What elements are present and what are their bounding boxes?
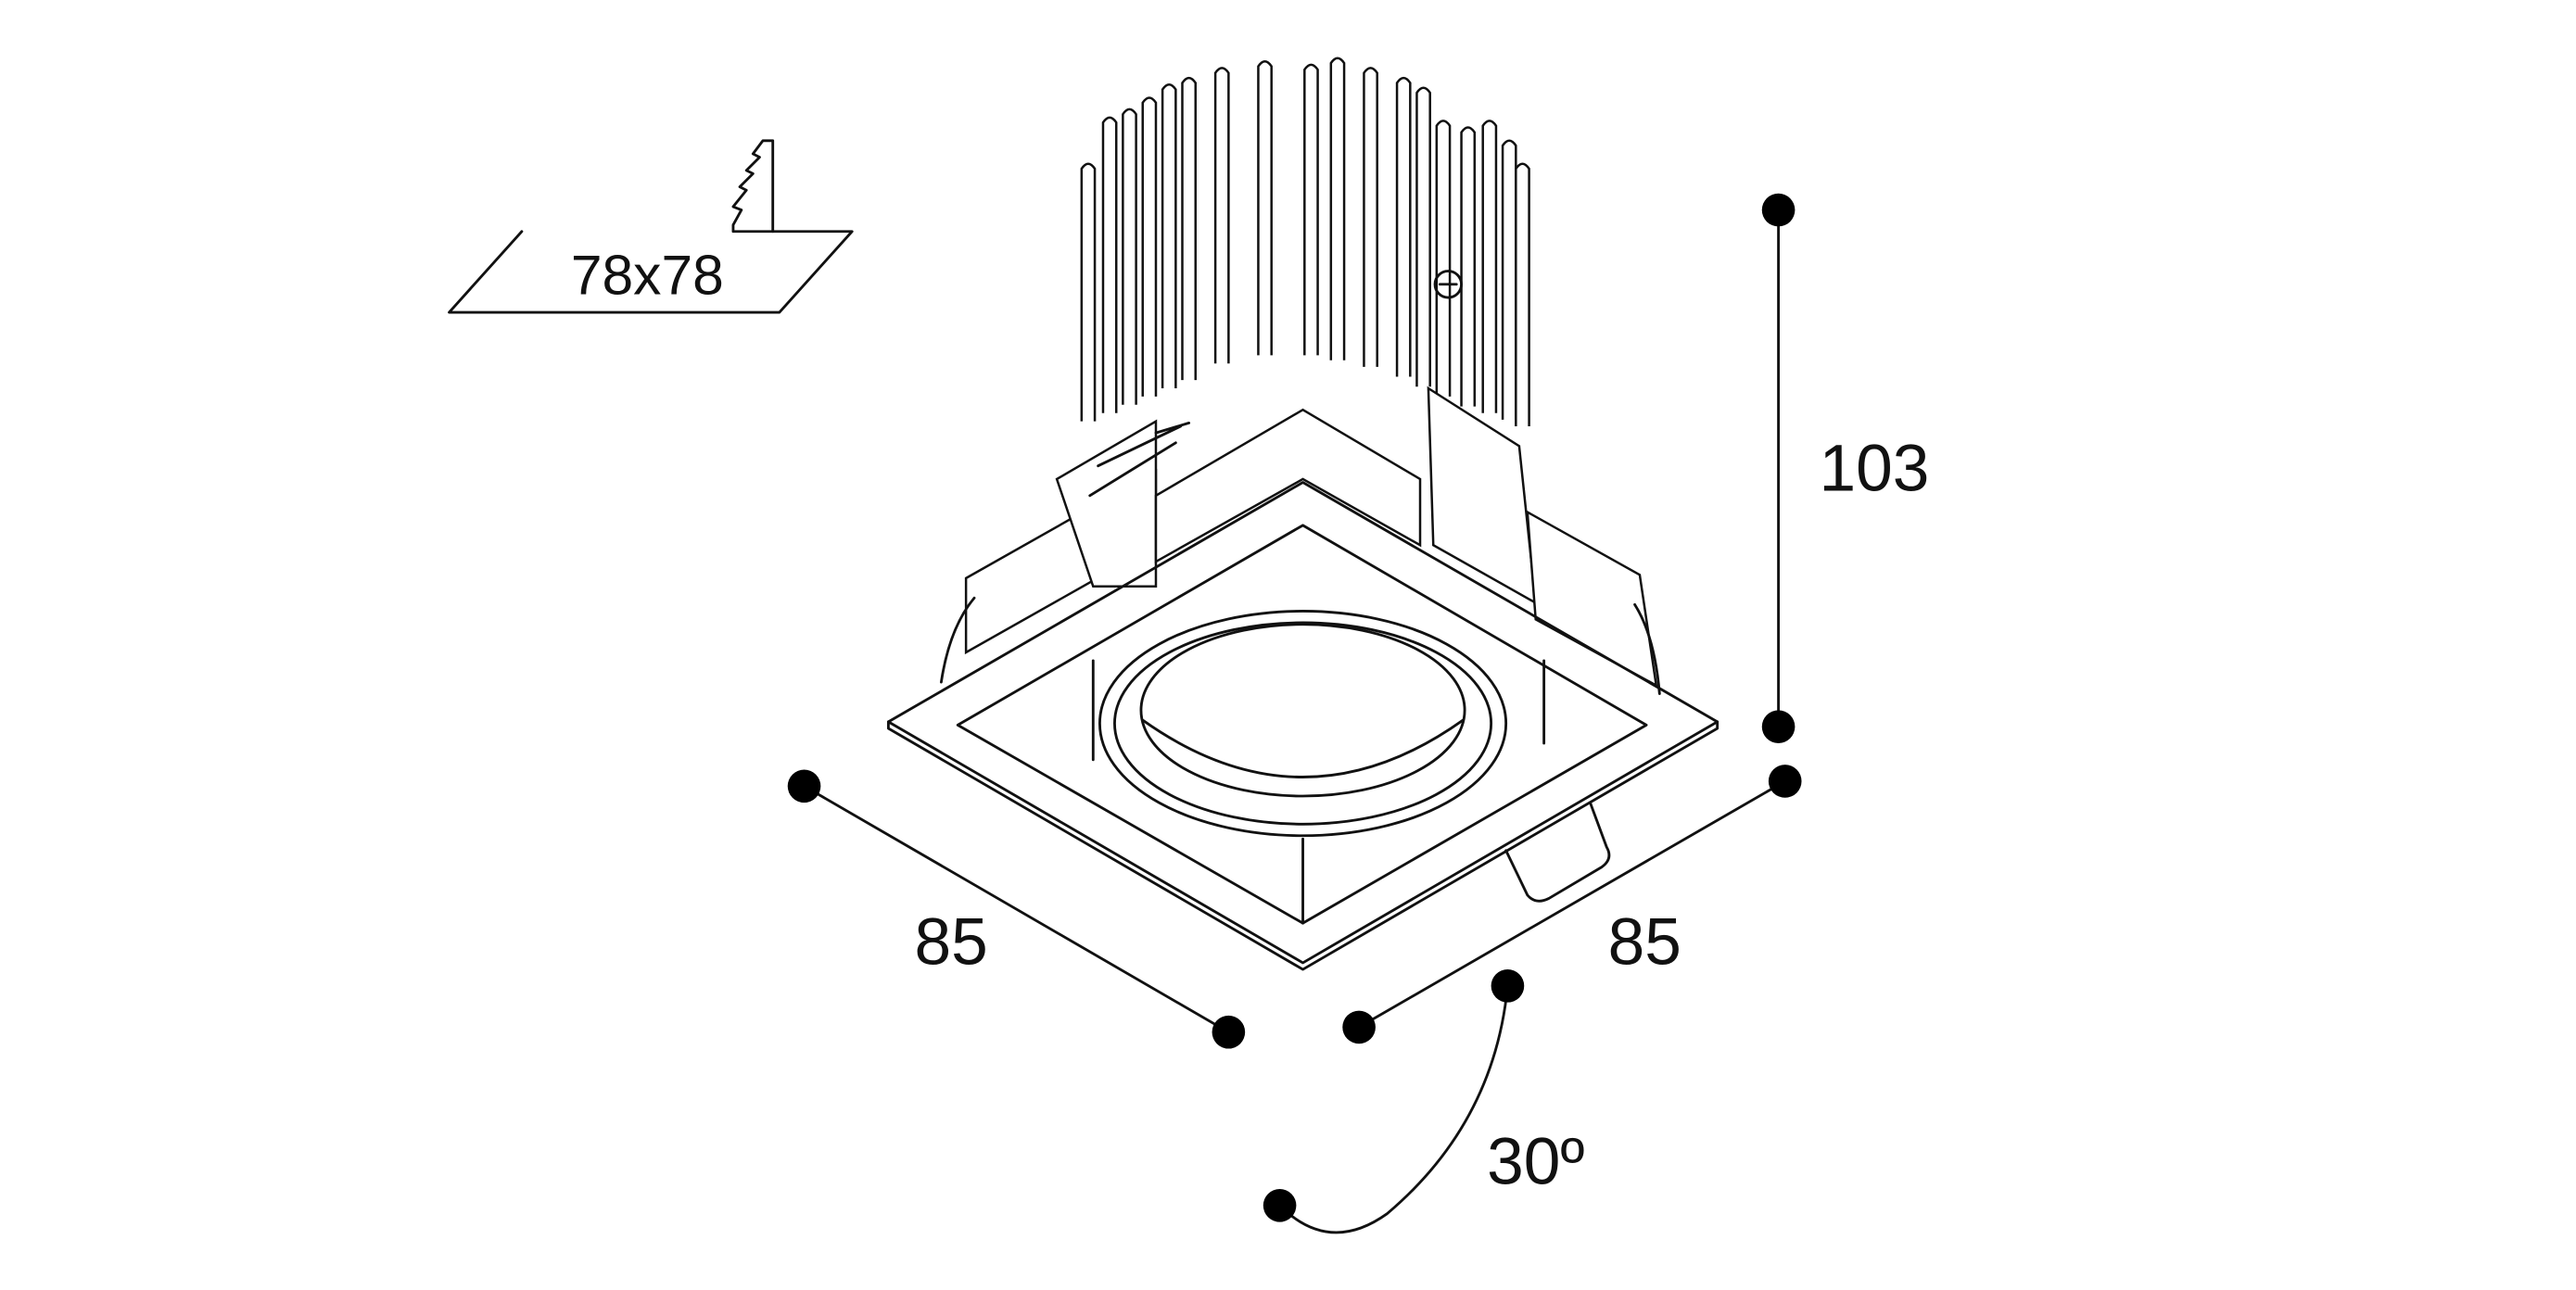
housing-top <box>1154 408 1422 564</box>
lens <box>1139 623 1466 798</box>
lens-housing <box>1098 610 1508 838</box>
width-left-label: 85 <box>914 905 987 980</box>
heatsink-fin <box>1213 67 1230 364</box>
mounting-clip-left <box>1055 419 1158 588</box>
heatsink-fin <box>1181 76 1197 381</box>
saw-icon <box>731 139 775 234</box>
heatsink-fin <box>1329 57 1346 360</box>
tilt-angle-dimension: 30º <box>1263 969 1584 1234</box>
screw-icon <box>1433 270 1463 299</box>
width-left-dimension: 85 <box>787 769 1246 1049</box>
heatsink-fin <box>1460 126 1477 407</box>
width-right-dimension: 85 <box>1342 765 1802 1044</box>
heatsink-fin <box>1481 120 1498 413</box>
cutout-symbol: 78x78 <box>448 139 854 314</box>
heatsink-fin <box>1435 120 1452 397</box>
tilt-angle-label: 30º <box>1487 1125 1584 1199</box>
heatsink-fin <box>1303 63 1319 356</box>
heatsink-fin <box>1501 139 1517 420</box>
cutout-size-label: 78x78 <box>571 243 724 306</box>
height-label: 103 <box>1819 431 1929 505</box>
heatsink-fin <box>1141 96 1158 397</box>
width-right-label: 85 <box>1608 905 1681 980</box>
frame-edge <box>886 720 1719 971</box>
luminaire-body <box>939 270 1661 695</box>
driver-box-right <box>1526 510 1658 688</box>
trim-frame <box>886 481 1719 971</box>
heatsink-fin <box>1161 82 1177 388</box>
height-dimension: 103 <box>1761 193 1929 743</box>
heatsink-fin <box>1363 67 1378 367</box>
cutout-parallelogram <box>448 230 854 314</box>
heatsink <box>1080 57 1530 426</box>
heatsink-fin <box>1080 162 1097 422</box>
heatsink-fin <box>1122 108 1137 405</box>
heatsink-fin <box>1415 86 1431 387</box>
heatsink-fin <box>1395 76 1412 377</box>
spring-tab <box>1504 801 1611 903</box>
cable-spring-icon <box>1088 421 1191 498</box>
heatsink-fin <box>1515 162 1530 426</box>
heatsink-fin <box>1257 60 1273 356</box>
housing-sides <box>939 596 1661 695</box>
inner-frame <box>956 524 1648 925</box>
heatsink-fin <box>1101 116 1118 413</box>
